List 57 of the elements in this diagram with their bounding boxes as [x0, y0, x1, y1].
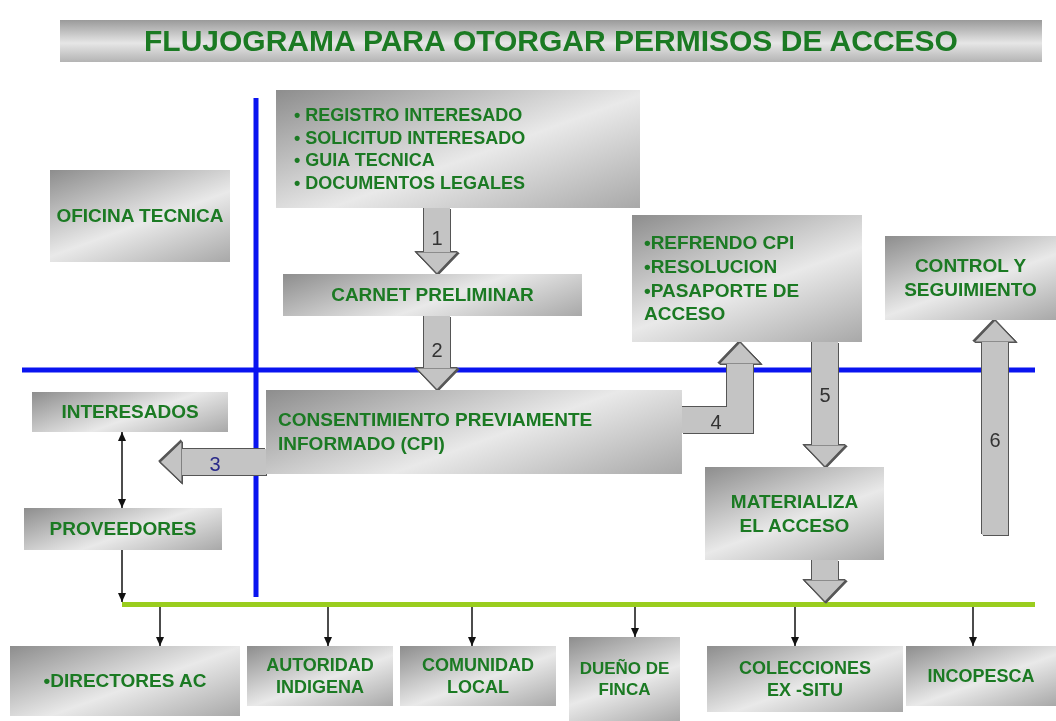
box-label: •REFRENDO CPI: [644, 231, 795, 255]
step-number: 5: [819, 383, 831, 407]
box-label: CONSENTIMIENTO PREVIAMENTE INFORMADO (CPI): [278, 408, 594, 456]
step-number: 4: [710, 410, 722, 434]
process-box: [906, 646, 1056, 706]
block-arrow: [159, 440, 266, 484]
step-number: 1: [431, 226, 443, 250]
block-arrow: [973, 319, 1017, 535]
step-number: 6: [989, 428, 1001, 452]
process-box: [24, 508, 222, 550]
process-box: [885, 236, 1056, 320]
bullet-item: • REGISTRO INTERESADO: [294, 104, 524, 127]
box-label: PROVEEDORES: [49, 517, 197, 541]
diagram-title: FLUJOGRAMA PARA OTORGAR PERMISOS DE ACCESO: [60, 20, 1042, 62]
box-label: CARNET PRELIMINAR: [331, 283, 534, 307]
block-arrow: [415, 316, 459, 391]
box-label: •RESOLUCION: [644, 254, 778, 279]
box-label: OFICINA TECNICA: [56, 204, 224, 228]
block-arrow: [803, 342, 847, 468]
bullet-item: • GUIA TECNICA: [294, 149, 436, 172]
process-box: [247, 646, 393, 706]
step-number: 2: [431, 338, 443, 362]
process-box: [569, 637, 680, 721]
box-label: CONTROL Y SEGUIMIENTO: [903, 254, 1038, 302]
process-box: [705, 467, 884, 560]
box-label: COMUNIDAD LOCAL: [421, 653, 535, 699]
process-box: [32, 392, 228, 432]
box-label: DUEÑO DE FINCA: [578, 657, 671, 701]
box-label: COLECCIONES EX -SITU: [738, 656, 872, 702]
process-box: [266, 390, 682, 474]
box-label: •DIRECTORES AC: [43, 669, 207, 693]
box-label: INTERESADOS: [61, 400, 199, 424]
arrow: [156, 606, 164, 647]
arrow: [468, 606, 476, 647]
arrow: [324, 606, 332, 647]
arrow: [969, 606, 977, 647]
process-box: [283, 274, 582, 316]
block-arrow: [803, 560, 847, 603]
process-box: [10, 646, 240, 716]
box-label: AUTORIDAD INDIGENA: [265, 653, 375, 699]
process-box: [50, 170, 230, 262]
process-box: [632, 215, 862, 342]
bullet-item: • DOCUMENTOS LEGALES: [294, 171, 526, 194]
arrow: [118, 549, 126, 603]
box-label: •PASAPORTE DE ACCESO: [644, 278, 801, 326]
step-number: 3: [209, 452, 221, 476]
process-box: [400, 646, 556, 706]
process-box: [276, 90, 640, 208]
bullet-item: • SOLICITUD INTERESADO: [294, 126, 526, 149]
arrow: [791, 606, 799, 647]
block-arrow: [415, 208, 459, 275]
arrow: [118, 431, 126, 509]
box-label: MATERIALIZA EL ACCESO: [729, 489, 860, 538]
box-label: INCOPESCA: [927, 664, 1035, 688]
block-arrow: [682, 341, 762, 433]
arrow: [631, 606, 639, 638]
process-box: [707, 646, 903, 712]
